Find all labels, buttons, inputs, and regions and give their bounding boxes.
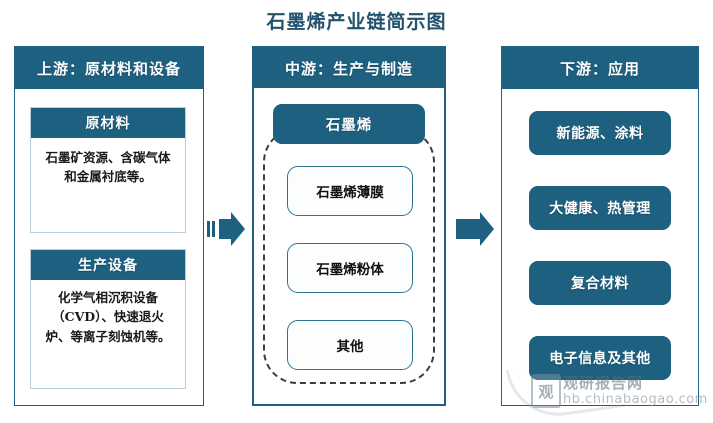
arrow-upstream-to-midstream-icon <box>205 205 253 253</box>
chip-graphene-other[interactable]: 其他 <box>287 320 413 370</box>
card-raw-materials-header: 原材料 <box>31 108 185 138</box>
midstream-panel-body: 石墨烯 石墨烯薄膜 石墨烯粉体 其他 <box>254 88 444 404</box>
midstream-panel-header: 中游：生产与制造 <box>254 48 444 88</box>
chip-health-thermal-management[interactable]: 大健康、热管理 <box>529 186 671 230</box>
card-raw-materials: 原材料 石墨矿资源、含碳气体和金属衬底等。 <box>30 107 186 233</box>
upstream-panel: 上游：原材料和设备 原材料 石墨矿资源、含碳气体和金属衬底等。 生产设备 化学气… <box>14 46 204 406</box>
card-raw-materials-text: 石墨矿资源、含碳气体和金属衬底等。 <box>45 150 171 185</box>
arrow-midstream-to-downstream-icon <box>454 205 502 253</box>
page-title: 石墨烯产业链简示图 <box>266 11 447 33</box>
downstream-panel-body: 新能源、涂料 大健康、热管理 复合材料 电子信息及其他 <box>502 89 698 405</box>
chip-graphene-film[interactable]: 石墨烯薄膜 <box>287 166 413 216</box>
chip-electronic-information-other[interactable]: 电子信息及其他 <box>529 336 671 380</box>
downstream-panel-header: 下游：应用 <box>502 47 698 89</box>
chip-new-energy-coatings[interactable]: 新能源、涂料 <box>529 111 671 155</box>
chip-composite-materials[interactable]: 复合材料 <box>529 261 671 305</box>
chip-graphene[interactable]: 石墨烯 <box>273 104 425 144</box>
card-production-equipment-text: 化学气相沉积设备（CVD）、快速退火炉、等离子刻蚀机等。 <box>45 290 171 344</box>
downstream-panel: 下游：应用 新能源、涂料 大健康、热管理 复合材料 电子信息及其他 <box>501 46 699 406</box>
upstream-panel-header: 上游：原材料和设备 <box>15 47 203 89</box>
upstream-panel-body: 原材料 石墨矿资源、含碳气体和金属衬底等。 生产设备 化学气相沉积设备（CVD）… <box>15 89 203 405</box>
chip-graphene-powder[interactable]: 石墨烯粉体 <box>287 243 413 293</box>
midstream-panel: 中游：生产与制造 石墨烯 石墨烯薄膜 石墨烯粉体 其他 <box>252 46 446 406</box>
card-production-equipment: 生产设备 化学气相沉积设备（CVD）、快速退火炉、等离子刻蚀机等。 <box>30 249 186 389</box>
card-production-equipment-header: 生产设备 <box>31 250 185 280</box>
